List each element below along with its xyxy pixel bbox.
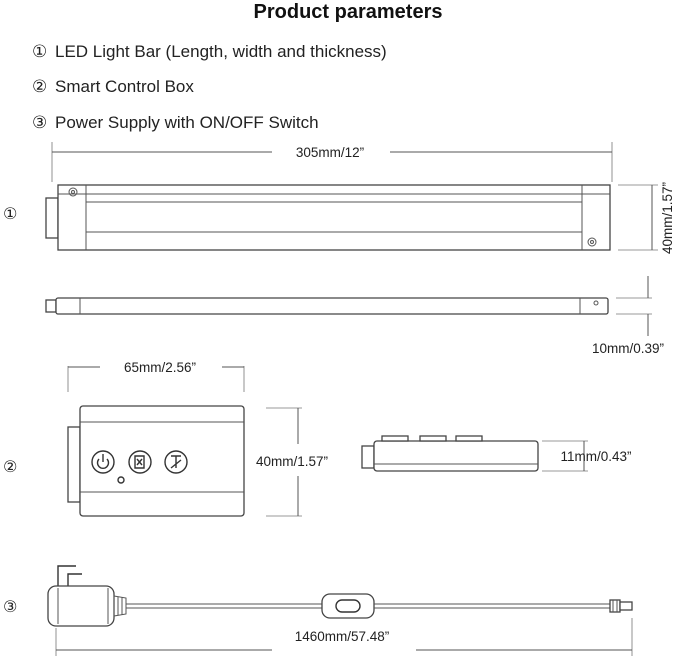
brightness-icon bbox=[164, 450, 188, 474]
power-icon bbox=[91, 450, 115, 474]
page-title: Product parameters bbox=[254, 1, 443, 23]
box-thickness-label: 11mm/0.43” bbox=[560, 449, 631, 464]
item-list: ① LED Light Bar (Length, width and thick… bbox=[32, 42, 387, 132]
box-length-dimension: 65mm/2.56” bbox=[67, 360, 245, 392]
smart-control-box bbox=[67, 405, 245, 517]
item-1-label: LED Light Bar (Length, width and thickne… bbox=[55, 42, 387, 61]
cable-length-dimension: 1460mm/57.48” bbox=[55, 618, 633, 656]
plug-icon bbox=[57, 565, 82, 586]
cable-length-label: 1460mm/57.48” bbox=[295, 629, 390, 644]
item-3-marker: ③ bbox=[32, 113, 47, 132]
box-width-dimension: 40mm/1.57” bbox=[256, 407, 328, 517]
bar-thickness-dimension: 10mm/0.39” bbox=[592, 276, 664, 356]
section-1-marker: ① bbox=[3, 206, 17, 223]
box-width-label: 40mm/1.57” bbox=[256, 454, 328, 469]
item-1-marker: ① bbox=[32, 42, 47, 61]
indicator-led bbox=[117, 476, 125, 484]
switch-icon bbox=[321, 593, 375, 619]
led-light-bar-front bbox=[45, 184, 611, 251]
smart-control-box-side bbox=[361, 435, 539, 472]
item-3-label: Power Supply with ON/OFF Switch bbox=[55, 113, 319, 132]
item-2-label: Smart Control Box bbox=[55, 77, 194, 96]
section-2-marker: ② bbox=[3, 459, 17, 476]
box-thickness-dimension: 11mm/0.43” bbox=[542, 440, 632, 472]
power-supply bbox=[47, 565, 633, 627]
bar-thickness-label: 10mm/0.39” bbox=[592, 341, 664, 356]
box-length-label: 65mm/2.56” bbox=[124, 360, 196, 375]
item-2-marker: ② bbox=[32, 77, 47, 96]
bar-length-dimension: 305mm/12” bbox=[51, 142, 613, 182]
bar-length-label: 305mm/12” bbox=[296, 145, 364, 160]
section-3-marker: ③ bbox=[3, 599, 17, 616]
bar-width-dimension: 40mm/1.57” bbox=[618, 182, 675, 254]
led-light-bar-side bbox=[45, 297, 609, 315]
bar-width-label: 40mm/1.57” bbox=[660, 182, 675, 254]
sensor-icon bbox=[128, 450, 152, 474]
